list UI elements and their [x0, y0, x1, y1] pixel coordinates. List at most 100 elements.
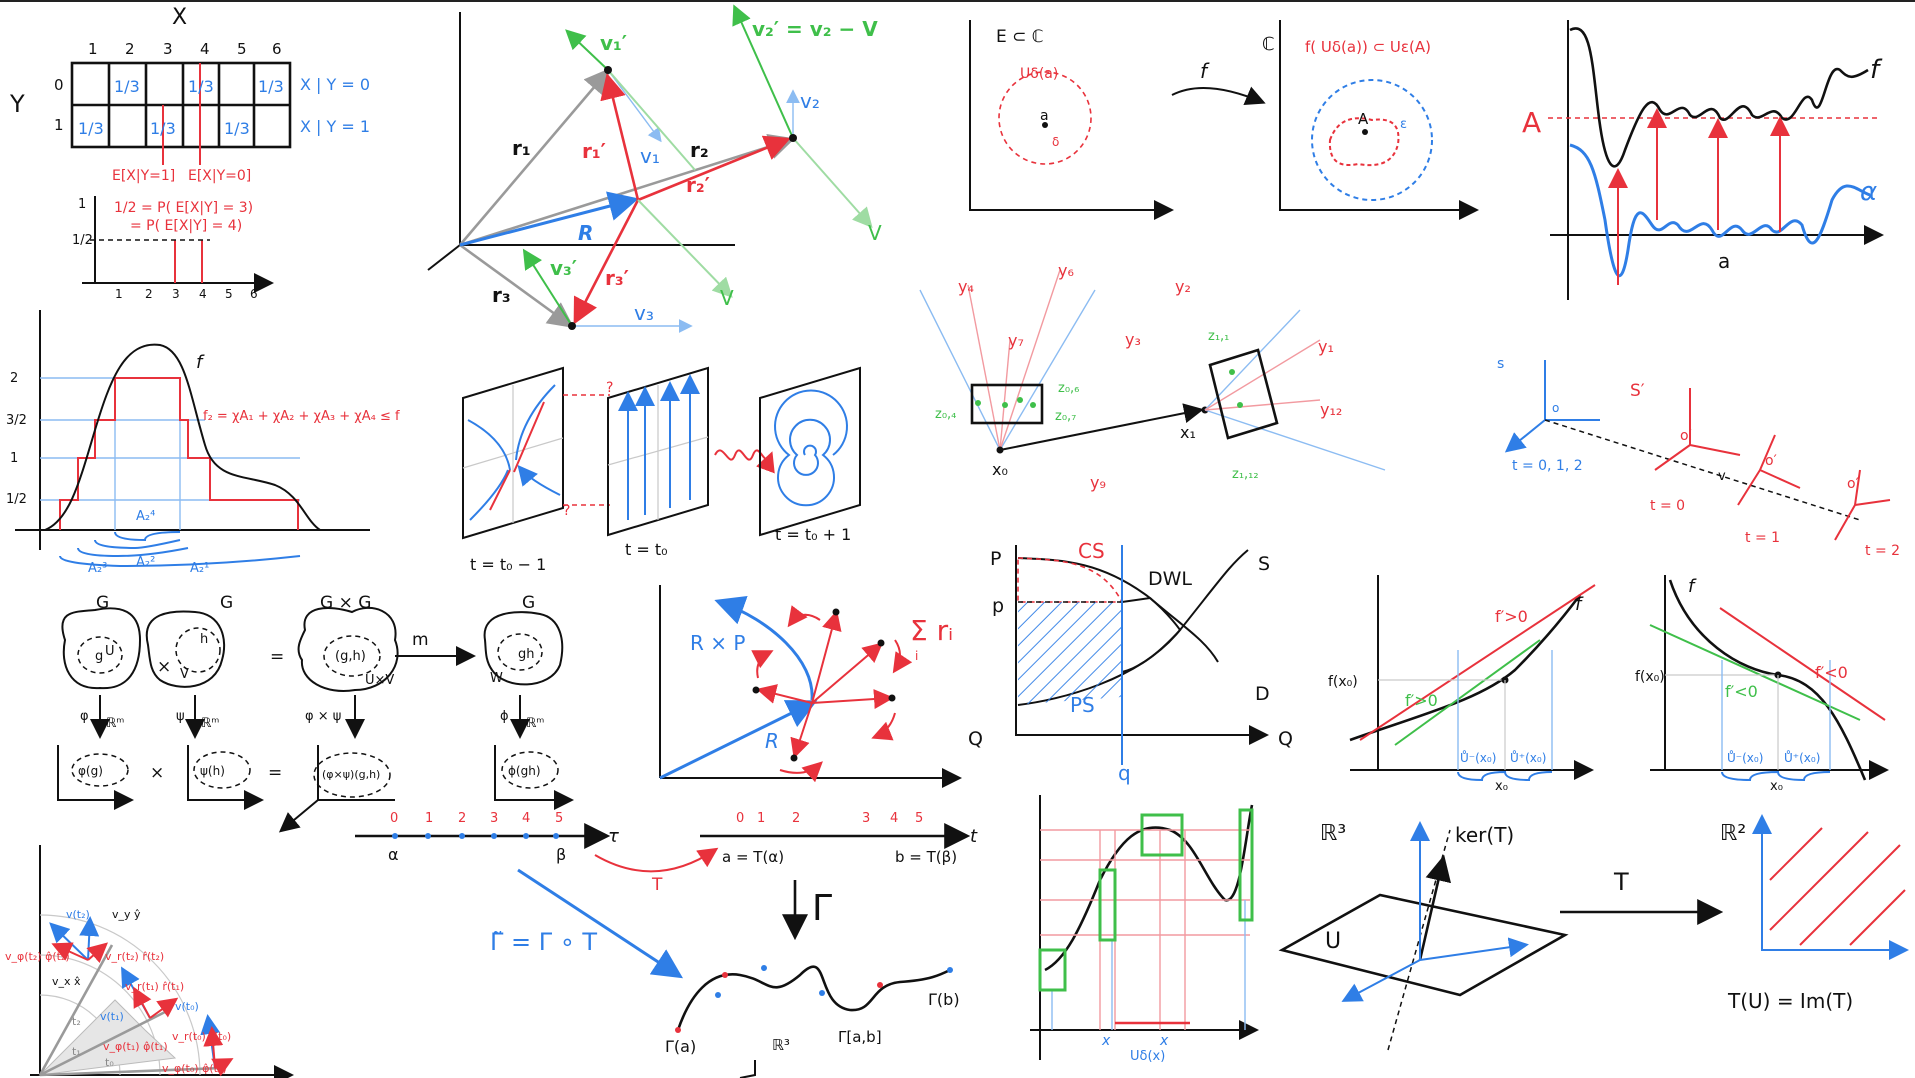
- label-r2-prime: r₂′: [686, 173, 710, 197]
- label-RxP: R × P: [690, 631, 745, 655]
- label-v2-prime: v₂′ = v₂ − V: [752, 17, 878, 41]
- consumer-surplus: CS: [1078, 539, 1105, 563]
- point-z04: z₀,₄: [935, 407, 956, 422]
- domain-R3: ℝ³: [1320, 821, 1346, 846]
- table-x-tick: 4: [200, 40, 210, 58]
- point-a: a: [1718, 249, 1730, 273]
- image-psih: ψ(h): [200, 764, 225, 778]
- open-set-UxV: U×V: [365, 673, 394, 688]
- curve-f: [44, 343, 321, 531]
- chart-Phi: ϕ: [500, 709, 509, 724]
- time-label: t = t₀ + 1: [775, 525, 851, 544]
- velocity-t1: v(t₁): [100, 1010, 124, 1023]
- point-y7: y₇: [1008, 331, 1024, 350]
- kernel-label: ker(T): [1455, 823, 1514, 847]
- value-fx0: f(x₀): [1328, 674, 1358, 690]
- axis-tick: 1: [115, 287, 123, 301]
- time-steps: t = 0, 1, 2: [1512, 458, 1583, 474]
- level-A: A: [1522, 106, 1541, 139]
- angular-t2: v_φ(t₂) φ̂(t₂): [5, 950, 70, 963]
- point-x0: x₀: [1495, 779, 1508, 794]
- image-product: (φ×ψ)(g,h): [322, 768, 380, 781]
- box-x1: [1208, 348, 1279, 440]
- point-x1: x₁: [1180, 423, 1196, 442]
- panel-kernel-image: ℝ³ ker(T) U T ℝ² T(U) = Im(T): [1278, 814, 1909, 1051]
- cond-label-0: X | Y = 0: [300, 75, 370, 94]
- simple-function-formula: f₂ = χA₁ + χA₂ + χA₃ + χA₄ ≤ f: [203, 409, 400, 424]
- tau-tick: 1: [425, 811, 433, 826]
- chart-phixpsi: φ × ψ: [305, 709, 341, 724]
- velocity-v: v: [1718, 469, 1726, 484]
- frame-t0-minus-1: [462, 366, 564, 540]
- label-v3: v₃: [634, 301, 654, 325]
- slope-positive: f′>0: [1495, 607, 1528, 626]
- t-tick: 4: [890, 811, 898, 826]
- producer-surplus: PS: [1070, 693, 1095, 717]
- start-a: a = T(α): [722, 848, 784, 866]
- set-A4: A₂⁴: [136, 509, 155, 524]
- axis-tick: 4: [199, 287, 207, 301]
- group-G: G: [220, 593, 233, 613]
- point-y6: y₆: [1058, 261, 1074, 280]
- curve-start: Γ(a): [665, 1037, 696, 1056]
- slope-positive-green: f′>0: [1405, 691, 1438, 710]
- panel-epsilon-delta: E ⊂ ℂ Uδ(a) a δ f ℂ f( Uδ(a)) ⊂ Uε(A) A …: [969, 20, 1479, 220]
- origin-o: o: [1552, 401, 1559, 415]
- right-neighborhood: Ů⁺(x₀): [1784, 750, 1820, 765]
- t-tick: 0: [736, 811, 744, 826]
- panel-increasing-function: f(x₀) f f′>0 f′>0 Ů⁻(x₀) Ů⁺(x₀) x₀: [1328, 575, 1595, 794]
- time-label: t = t₀ − 1: [470, 555, 546, 574]
- times-sign: ×: [150, 763, 164, 783]
- axis-tick: 6: [250, 287, 258, 301]
- codomain-R2: ℝ²: [1720, 821, 1746, 846]
- open-set-U: U: [105, 644, 115, 659]
- quantity-axis-Q: Q: [1278, 728, 1293, 750]
- tau-tick: 5: [555, 811, 563, 826]
- t-axis: t: [970, 826, 978, 847]
- panel-simple-function: f f₂ = χA₁ + χA₂ + χA₃ + χA₄ ≤ f 2 3/2 1…: [6, 310, 400, 576]
- value-fx0: f(x₀): [1635, 669, 1665, 685]
- cell-prob: 1/3: [150, 119, 176, 138]
- box-x0: [970, 383, 1044, 425]
- t-tick: 1: [757, 811, 765, 826]
- radial-t1: v_r(t₁) r̂(t₁): [125, 980, 184, 993]
- table-x-tick: 1: [88, 40, 98, 58]
- velocity-y-component: v_y ŷ: [112, 908, 141, 921]
- frame-s-prime: S′: [1630, 381, 1645, 401]
- cond-label-1: X | Y = 1: [300, 117, 370, 136]
- euclidean-space: ℝᵐ: [526, 716, 544, 731]
- radial-t0: v_r(t₀) r̂(t₀): [172, 1030, 231, 1043]
- frame-s: s: [1497, 356, 1504, 372]
- y-tick: 1: [10, 451, 18, 466]
- left-neighborhood: Ů⁻(x₀): [1460, 750, 1496, 765]
- panel-angular-momentum: R × P R Σ rᵢ i: [659, 585, 958, 778]
- label-r2: r₂: [690, 138, 709, 162]
- y-tick: 1/2: [6, 492, 27, 507]
- panel-lie-group-product: G G G × G G × = m U V U×V W g h (g,h) gh…: [57, 593, 574, 830]
- origin-o-prime: o′: [1847, 476, 1859, 492]
- point-x0: x₀: [1770, 779, 1783, 794]
- panel-vector-field-flow: ? ? t = t₀ − 1 t = t₀ t = t₀ + 1: [462, 366, 861, 574]
- frame-t0: [607, 366, 709, 537]
- chart-psi: ψ: [176, 709, 185, 724]
- axis-one: 1: [78, 197, 86, 212]
- prob-statement-2: = P( E[X|Y] = 4): [130, 218, 242, 234]
- map-f: f: [1200, 59, 1210, 83]
- axis-tick: 2: [145, 287, 153, 301]
- image-phigh: ϕ(gh): [508, 764, 541, 778]
- group-G: G: [96, 593, 109, 613]
- label-alpha: α: [1860, 177, 1877, 207]
- group-GxG: G × G: [320, 593, 371, 613]
- panel-point-clusters: x₀ x₁ y₄ y₆ y₇ y₂ y₃ y₁ y₁₂ y₉ z₀,₆ z₀,₄…: [919, 261, 1386, 492]
- space-R3: ℝ³: [772, 1036, 790, 1054]
- table-y-tick: 0: [54, 76, 64, 94]
- sum-index: i: [915, 649, 918, 663]
- label-V: V: [720, 286, 734, 310]
- price-p: p: [992, 595, 1004, 617]
- label-f: f: [1688, 576, 1697, 597]
- slope-negative-green: f′<0: [1725, 682, 1758, 701]
- label-r3: r₃: [492, 283, 511, 307]
- epsilon-label: ε: [1400, 117, 1407, 132]
- t-tick: 2: [792, 811, 800, 826]
- origin-Q: Q: [968, 728, 983, 750]
